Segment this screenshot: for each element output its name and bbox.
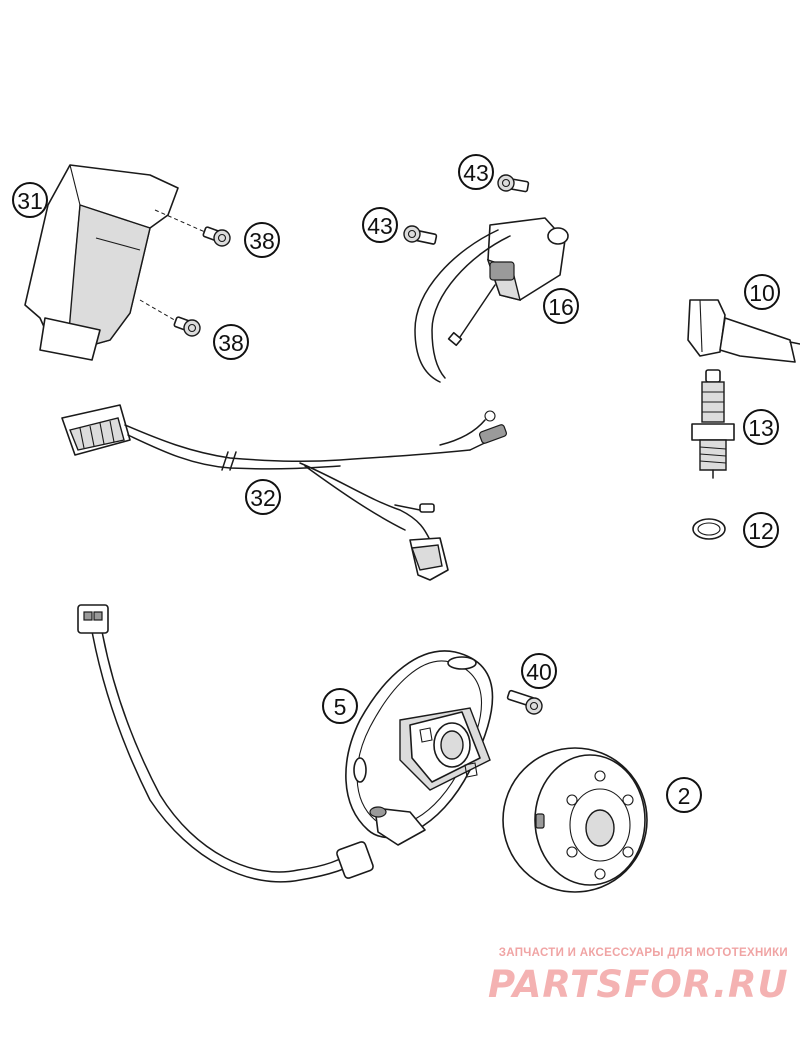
washer-part	[692, 518, 726, 540]
wiring-harness-part	[61, 404, 508, 581]
screw-43-lower	[403, 225, 438, 245]
callout-10-label: 10	[749, 280, 775, 306]
callout-12-label: 12	[748, 518, 774, 544]
callout-13: 13	[743, 409, 779, 445]
screw-38-upper	[202, 226, 231, 247]
callout-32: 32	[245, 479, 281, 515]
callout-10: 10	[744, 274, 780, 310]
callout-5-label: 5	[334, 694, 347, 720]
callout-13-label: 13	[748, 415, 774, 441]
callout-40: 40	[521, 653, 557, 689]
callout-38-lower: 38	[213, 324, 249, 360]
callout-16: 16	[543, 288, 579, 324]
callout-43-lower-label: 43	[367, 213, 393, 239]
callout-2: 2	[666, 777, 702, 813]
callout-38-lower-label: 38	[218, 330, 244, 356]
screw-40	[506, 689, 543, 715]
flywheel-part	[502, 747, 648, 893]
callout-31: 31	[12, 182, 48, 218]
spark-plug-cap-part	[687, 299, 800, 363]
callout-43-lower: 43	[362, 207, 398, 243]
screw-38-lower	[173, 316, 201, 337]
callout-12: 12	[743, 512, 779, 548]
control-unit-part	[24, 164, 206, 361]
callout-38-upper: 38	[244, 222, 280, 258]
callout-40-label: 40	[526, 659, 552, 685]
callout-43-upper-label: 43	[463, 160, 489, 186]
callout-2-label: 2	[678, 783, 691, 809]
screw-43-upper	[497, 174, 530, 193]
callout-31-label: 31	[17, 188, 43, 214]
callout-38-upper-label: 38	[249, 228, 275, 254]
callout-32-label: 32	[250, 485, 276, 511]
ignition-coil-part	[414, 217, 569, 383]
callout-5: 5	[322, 688, 358, 724]
watermark-logo: PARTSFOR.RU	[488, 963, 789, 1006]
callout-16-label: 16	[548, 294, 574, 320]
stator-part	[77, 604, 494, 883]
callout-43-upper: 43	[458, 154, 494, 190]
spark-plug-part	[691, 369, 735, 479]
watermark-tagline: ЗАПЧАСТИ И АКСЕССУАРЫ ДЛЯ МОТОТЕХНИКИ	[498, 947, 788, 959]
